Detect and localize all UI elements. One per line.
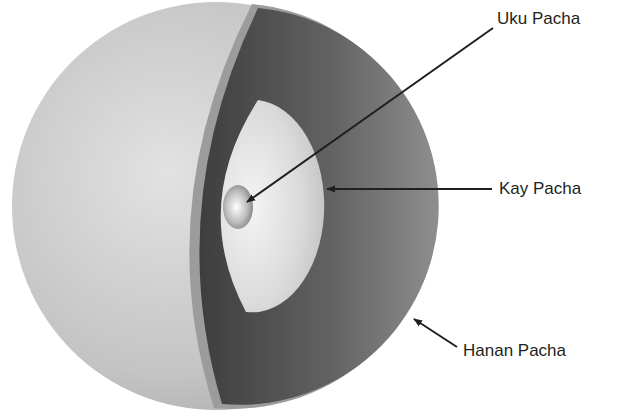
layer-label: Hanan Pacha bbox=[463, 341, 566, 361]
core bbox=[223, 185, 253, 229]
leader-line bbox=[414, 319, 457, 347]
middle-layer bbox=[199, 8, 438, 405]
leader-line bbox=[327, 188, 492, 190]
layer-label: Kay Pacha bbox=[499, 179, 581, 199]
leader-line bbox=[247, 28, 493, 202]
layer-label: Uku Pacha bbox=[497, 9, 580, 29]
inner-layer bbox=[221, 100, 325, 312]
